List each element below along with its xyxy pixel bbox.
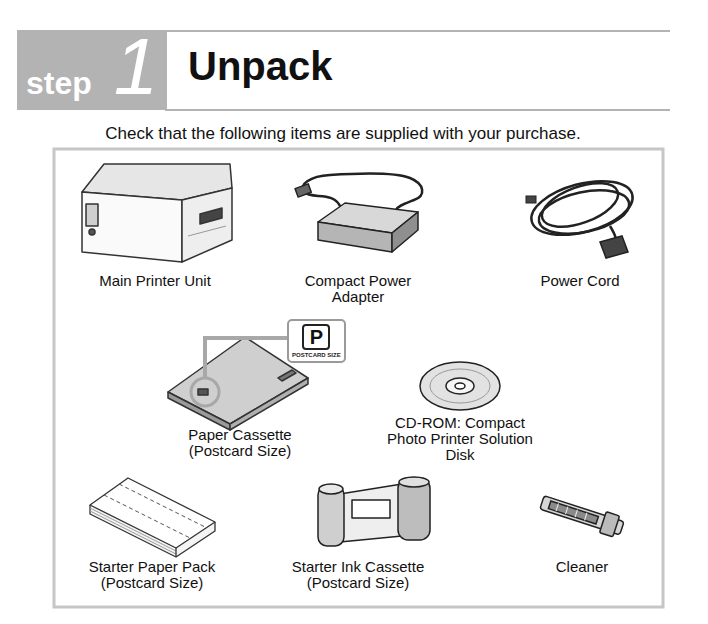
part-name: CD-ROM: Compact Photo Printer Solution D… (376, 415, 544, 463)
printer-drawing (82, 164, 232, 262)
adapter-drawing (295, 173, 422, 252)
instruction-text: Check that the following items are suppl… (63, 125, 623, 143)
items-frame (54, 149, 663, 607)
header-rule (165, 109, 670, 111)
power-cord-drawing (526, 171, 639, 258)
size-badge: PPOSTCARD SIZE (287, 319, 346, 363)
page-heading: Unpack (188, 44, 333, 88)
step-block: step1 (17, 31, 167, 110)
step-number: 1 (114, 31, 159, 103)
ink-cassette-drawing (318, 477, 430, 546)
size-letter: P (302, 324, 330, 350)
part-name: Cleaner (532, 559, 632, 575)
leader-circle (191, 378, 219, 406)
leader-line (205, 336, 287, 340)
cd-drawing (420, 362, 500, 410)
step-word: step (26, 47, 92, 119)
leader-line (203, 336, 207, 378)
part-name: Main Printer Unit (70, 273, 240, 289)
part-name: Compact Power Adapter (293, 273, 423, 305)
paper-pack-drawing (90, 478, 215, 557)
part-name: Paper Cassette (Postcard Size) (175, 427, 305, 459)
cleaner-drawing (539, 492, 626, 539)
size-caption: POSTCARD SIZE (292, 351, 341, 359)
part-name: Starter Paper Pack (Postcard Size) (72, 559, 232, 591)
part-name: Starter Ink Cassette (Postcard Size) (278, 559, 438, 591)
part-name: Power Cord (515, 273, 645, 289)
